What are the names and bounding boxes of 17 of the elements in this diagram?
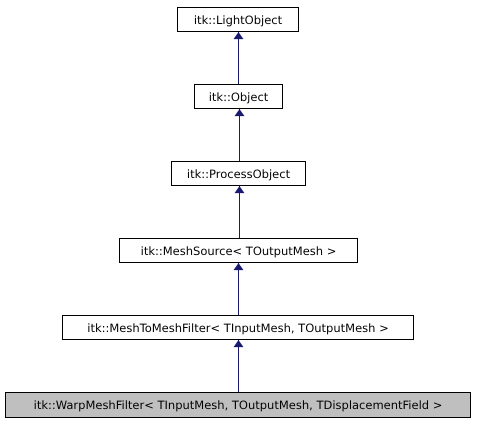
class-name: itk::WarpMeshFilter< TInputMesh, TOutputMesh, TDisplacementField > (34, 398, 442, 412)
class-box (171, 161, 306, 186)
inheritance-arrow (234, 262, 244, 316)
class-box (194, 84, 283, 109)
class-name: itk::MeshToMeshFilter< TInputMesh, TOutputMesh > (87, 320, 389, 334)
class-box (177, 7, 299, 32)
inheritance-arrow (234, 186, 244, 238)
class-name: itk::LightObject (194, 12, 282, 26)
class-name: itk::ProcessObject (186, 166, 290, 180)
class-box (119, 238, 358, 263)
class-name: itk::Object (208, 90, 268, 104)
inheritance-arrow (234, 340, 244, 392)
highlighted-class-box (5, 392, 471, 418)
inheritance-arrow (234, 108, 244, 162)
inheritance-arrow (234, 32, 244, 84)
class-name: itk::MeshSource< TOutputMesh > (140, 244, 336, 258)
class-box (62, 315, 414, 340)
